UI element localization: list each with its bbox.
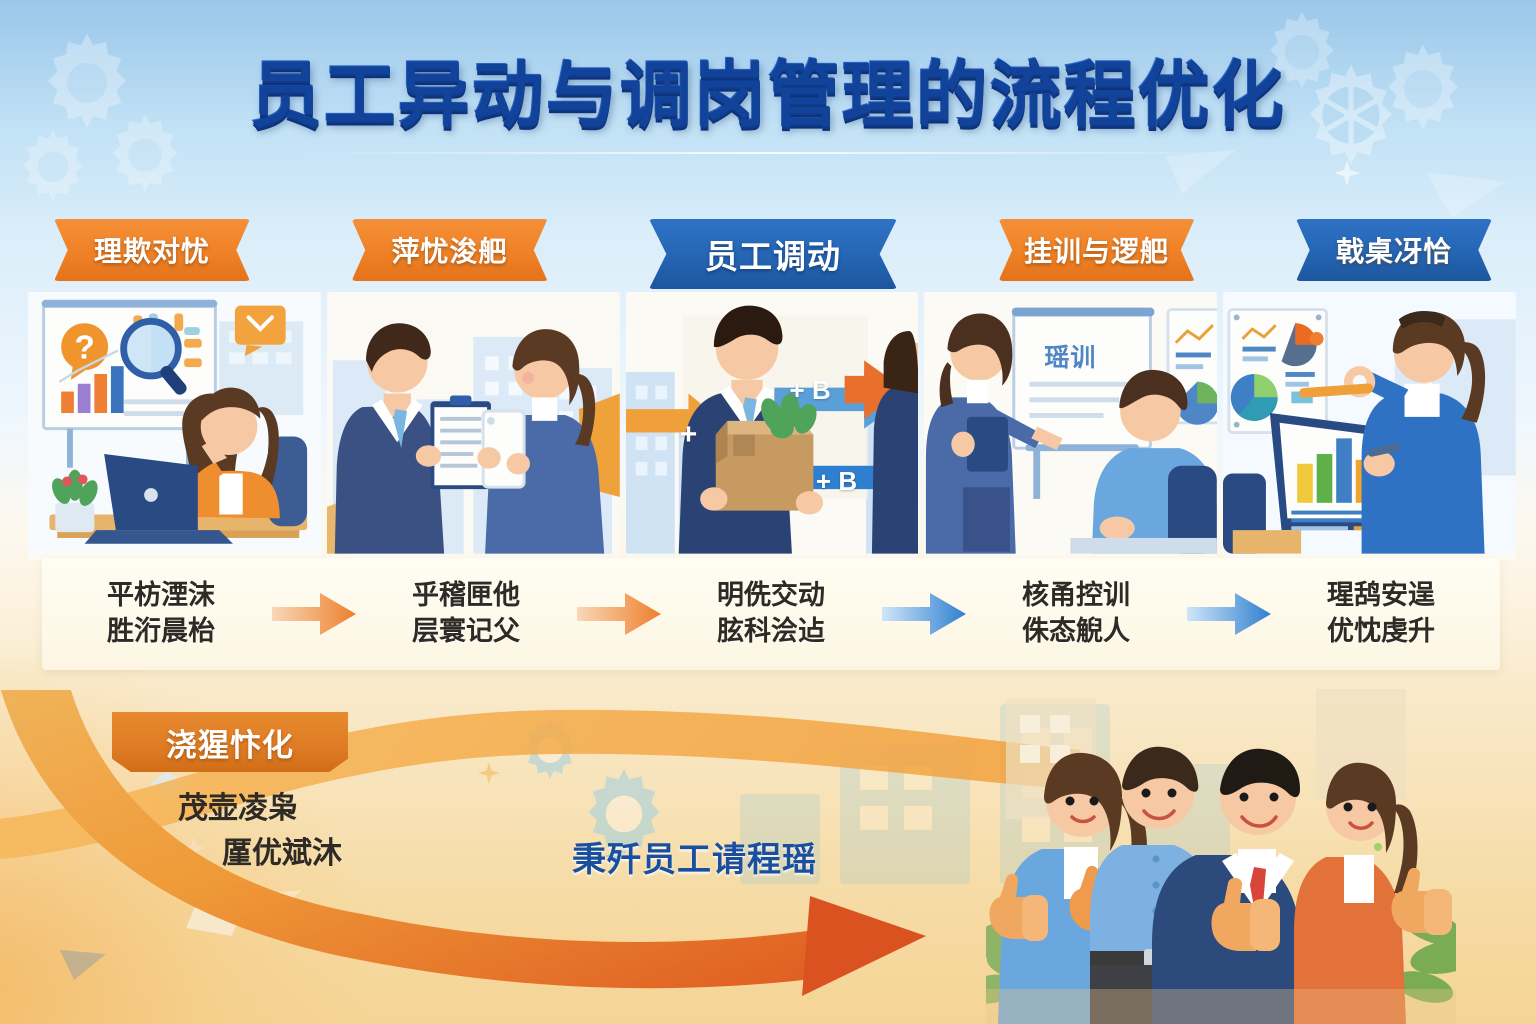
- step-banner-3[interactable]: 员工调动: [649, 219, 897, 289]
- secondary-sweep-band: [0, 709, 1080, 860]
- flow-step-2-line2: 层寰记父: [412, 616, 520, 647]
- optimization-tag-label: 浇猩忭化: [166, 727, 294, 764]
- thumbs-up-icon: [1211, 877, 1280, 951]
- whiteboard-text: 瑶训: [1044, 342, 1097, 372]
- step-banner-5-label: 戟桌冴恰: [1335, 235, 1452, 268]
- page-title-wrap: 员工异动与调岗管理的流程优化: [0, 36, 1536, 141]
- panel-2-assessment: [326, 292, 620, 560]
- flow-step-5-line2: 优忱虔升: [1327, 616, 1435, 647]
- panel-4-training: 瑶训: [924, 292, 1218, 560]
- flow-step-2-line1: 乎稽匣他: [412, 580, 520, 612]
- panel-5-review: [1223, 292, 1516, 560]
- step-banner-1-label: 理欺对忧: [93, 235, 210, 268]
- team-illustration: [986, 689, 1456, 1024]
- flow-step-4-line1: 核甬控训: [1022, 580, 1130, 612]
- step-banner-2-label: 萍忧浚舥: [391, 235, 508, 268]
- flow-step-4: 核甬控训 侏态觬人: [983, 578, 1169, 649]
- panel-1-art: ?: [28, 292, 321, 554]
- flow-step-3: 明侁交动 胘科浍迠: [678, 578, 864, 649]
- flow-band: 平枋湮沫 胜洐晨枱 乎稽匣他 层寰记父 明侁交动 胘科浍迠 核甬控训 侏态觬人: [42, 558, 1500, 670]
- badge-bottom-b: + B: [815, 466, 858, 497]
- panel-3-transfer: + + B + B: [625, 292, 919, 560]
- panel-1-analysis: ?: [28, 292, 321, 560]
- benefit-line-1: 茂壶凌枭: [178, 791, 298, 826]
- panel-3-art: [625, 292, 919, 554]
- step-banner-5[interactable]: 戟桌冴恰: [1296, 219, 1492, 281]
- optimization-tag[interactable]: 浇猩忭化: [112, 712, 348, 772]
- thumbs-up-icon: [1391, 867, 1452, 935]
- flow-step-1: 平枋湮沫 胜洐晨枱: [68, 578, 254, 649]
- title-divider: [298, 152, 1238, 154]
- sparkle-icon: [1334, 160, 1360, 191]
- triangle-decor: [1166, 150, 1236, 199]
- illustration-strip: ?: [28, 292, 1516, 560]
- step-banner-1[interactable]: 理欺对忧: [54, 219, 250, 281]
- growth-arrow: [0, 690, 926, 996]
- flow-arrow-3: [881, 593, 966, 635]
- benefit-text: 茂壶凌枭 厪优斌沐: [160, 786, 450, 876]
- flow-step-5: 瑆鸹安逞 优忱虔升: [1288, 578, 1474, 649]
- panel-5-art: [1223, 292, 1516, 554]
- panel-4-art: [924, 292, 1218, 554]
- badge-left-plus: +: [679, 417, 698, 451]
- thumbs-up-icon: [989, 873, 1048, 941]
- flow-step-2: 乎稽匣他 层寰记父: [373, 578, 559, 649]
- badge-top-b: + B: [789, 375, 831, 406]
- flow-step-1-line2: 胜洐晨枱: [107, 616, 215, 647]
- flow-arrow-2: [576, 593, 661, 635]
- flow-step-4-line2: 侏态觬人: [1022, 616, 1130, 647]
- triangle-decor: [1426, 172, 1506, 223]
- step-banner-row: 理欺对忧 萍忧浚舥 员工调动 挂训与逻舥 戟桌冴恰: [54, 219, 1492, 289]
- svg-text:?: ?: [74, 329, 94, 366]
- flow-step-1-line1: 平枋湮沫: [107, 580, 215, 612]
- benefit-line-2: 厪优斌沐: [222, 836, 342, 871]
- step-banner-4-label: 挂训与逻舥: [1023, 235, 1169, 268]
- outcome-text: 秉歼员工请程瑶: [572, 840, 817, 880]
- step-banner-2[interactable]: 萍忧浚舥: [351, 219, 548, 281]
- flow-step-3-line2: 胘科浍迠: [717, 616, 825, 647]
- step-banner-3-label: 员工调动: [705, 237, 841, 276]
- panel-2-art: [326, 292, 620, 554]
- flow-arrow-1: [271, 593, 356, 635]
- flow-step-5-line1: 瑆鸹安逞: [1327, 580, 1435, 612]
- flow-arrow-4: [1186, 593, 1271, 635]
- step-banner-4[interactable]: 挂训与逻舥: [998, 219, 1195, 281]
- flow-step-3-line1: 明侁交动: [717, 580, 825, 612]
- page-title: 员工异动与调岗管理的流程优化: [249, 53, 1286, 137]
